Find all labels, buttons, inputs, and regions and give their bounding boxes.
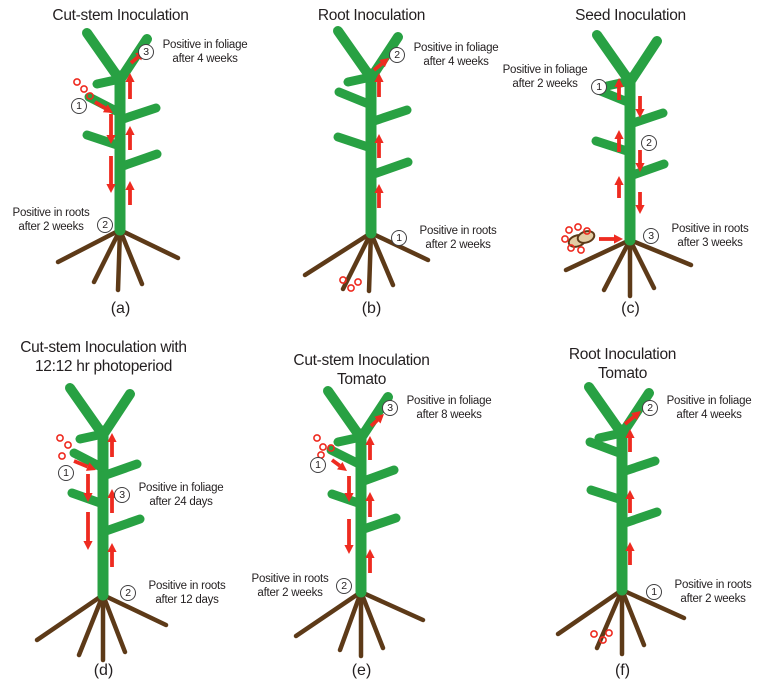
roots-annotation: 2 Positive in roots after 12 days xyxy=(120,579,235,607)
foliage-annotation: 3 Positive in foliage after 24 days xyxy=(114,481,229,509)
annotation-line-2: after 24 days xyxy=(149,496,213,508)
annotation-text: Positive in roots after 2 weeks xyxy=(247,572,333,600)
plant-diagram xyxy=(55,28,181,293)
inoculation-step-marker: 1 xyxy=(310,457,326,473)
panel-title: Seed Inoculation xyxy=(504,6,757,25)
step-marker: 1 xyxy=(591,79,607,95)
panel-title: Root Inoculation xyxy=(245,6,498,25)
annotation-line-1: Positive in foliage xyxy=(138,482,224,494)
annotation-line-1: Positive in roots xyxy=(148,580,226,592)
plant-diagram xyxy=(293,386,426,659)
step-marker: 3 xyxy=(114,487,130,503)
annotation-line-2: after 2 weeks xyxy=(257,587,323,599)
foliage-annotation: 2 Positive in foliage after 4 weeks xyxy=(642,394,757,422)
roots-annotation: 1 Positive in roots after 2 weeks xyxy=(646,578,760,606)
annotation-text: Positive in roots after 2 weeks xyxy=(8,206,94,234)
annotation-text: Positive in roots after 12 days xyxy=(139,579,235,607)
annotation-text: Positive in roots after 2 weeks xyxy=(665,578,760,606)
step-marker: 3 xyxy=(643,228,659,244)
annotation-line-2: after 2 weeks xyxy=(425,239,491,251)
step-marker: 1 xyxy=(646,584,662,600)
roots-annotation: 3 Positive in roots after 3 weeks xyxy=(643,222,758,250)
panel-title: Cut-stem Inoculation xyxy=(0,6,247,25)
stem-step-marker: 2 xyxy=(641,135,657,151)
roots-annotation: Positive in roots after 2 weeks 2 xyxy=(247,572,352,600)
annotation-line-2: after 4 weeks xyxy=(172,53,238,65)
panel-caption: (d) xyxy=(93,662,114,679)
annotation-text: Positive in foliage after 24 days xyxy=(133,481,229,509)
annotation-line-2: after 4 weeks xyxy=(676,409,742,421)
annotation-line-1: Positive in foliage xyxy=(502,64,588,76)
annotation-line-2: after 3 weeks xyxy=(677,237,743,249)
title-line-2: 12:12 hr photoperiod xyxy=(34,358,173,375)
foliage-annotation: 3 Positive in foliage after 4 weeks xyxy=(138,38,253,66)
annotation-text: Positive in roots after 3 weeks xyxy=(662,222,758,250)
title-line-2: Tomato xyxy=(336,371,387,388)
annotation-line-1: Positive in roots xyxy=(674,579,752,591)
panel-caption: (f) xyxy=(614,662,631,679)
roots-annotation: Positive in roots after 2 weeks 2 xyxy=(8,206,113,234)
annotation-line-1: Positive in roots xyxy=(419,225,497,237)
step-marker: 2 xyxy=(120,585,136,601)
annotation-line-1: Positive in foliage xyxy=(162,39,248,51)
plant-diagram xyxy=(555,382,687,657)
title-line-1: Cut-stem Inoculation xyxy=(293,352,430,369)
annotation-line-1: Positive in foliage xyxy=(413,42,499,54)
panel-title: Root Inoculation Tomato xyxy=(496,345,749,383)
annotation-line-1: Positive in roots xyxy=(251,573,329,585)
annotation-line-1: Positive in roots xyxy=(12,207,90,219)
inoculation-step-marker: 1 xyxy=(71,98,87,114)
panel-caption: (b) xyxy=(361,300,382,317)
foliage-annotation: 3 Positive in foliage after 8 weeks xyxy=(382,394,497,422)
roots-annotation: 1 Positive in roots after 2 weeks xyxy=(391,224,506,252)
panel-caption: (a) xyxy=(110,300,131,317)
annotation-line-2: after 4 weeks xyxy=(423,56,489,68)
panel-caption: (e) xyxy=(351,662,372,679)
row-top: Cut-stem Inoculation 1 3 Positive in fol… xyxy=(0,0,759,330)
annotation-line-1: Positive in foliage xyxy=(406,395,492,407)
title-line-1: Cut-stem Inoculation xyxy=(52,7,189,24)
step-marker: 2 xyxy=(336,578,352,594)
step-marker: 1 xyxy=(391,230,407,246)
annotation-line-1: Positive in foliage xyxy=(666,395,752,407)
inoculation-step-marker: 1 xyxy=(58,465,74,481)
panel-e: Cut-stem Inoculation Tomato 1 3 Positive… xyxy=(252,330,506,687)
plant-diagram xyxy=(302,26,431,294)
annotation-text: Positive in foliage after 2 weeks xyxy=(502,63,588,91)
panel-a: Cut-stem Inoculation 1 3 Positive in fol… xyxy=(0,0,253,330)
title-line-1: Root Inoculation xyxy=(317,7,426,24)
annotation-line-2: after 12 days xyxy=(155,594,219,606)
panel-title: Cut-stem Inoculation Tomato xyxy=(235,351,488,389)
annotation-line-2: after 2 weeks xyxy=(680,593,746,605)
step-marker: 3 xyxy=(382,400,398,416)
annotation-line-2: after 2 weeks xyxy=(18,221,84,233)
foliage-annotation: 2 Positive in foliage after 4 weeks xyxy=(389,41,504,69)
step-marker: 3 xyxy=(138,44,154,60)
plant-diagram xyxy=(561,30,694,299)
panel-c: Seed Inoculation Positive in foliage aft… xyxy=(503,0,759,330)
title-line-1: Seed Inoculation xyxy=(575,7,686,24)
panel-title: Cut-stem Inoculation with 12:12 hr photo… xyxy=(0,338,230,376)
annotation-text: Positive in roots after 2 weeks xyxy=(410,224,506,252)
title-line-2: Tomato xyxy=(597,365,648,382)
annotation-text: Positive in foliage after 4 weeks xyxy=(408,41,504,69)
annotation-text: Positive in foliage after 8 weeks xyxy=(401,394,497,422)
panel-caption: (c) xyxy=(621,300,640,317)
row-bottom: Cut-stem Inoculation with 12:12 hr photo… xyxy=(0,330,759,687)
title-line-1: Cut-stem Inoculation with xyxy=(20,339,187,356)
step-marker: 2 xyxy=(642,400,658,416)
plant-diagram xyxy=(34,383,169,663)
foliage-annotation: Positive in foliage after 2 weeks 1 xyxy=(502,63,607,95)
step-marker: 2 xyxy=(389,47,405,63)
panel-f: Root Inoculation Tomato 2 Positive in fo… xyxy=(506,330,759,687)
step-marker: 2 xyxy=(97,217,113,233)
annotation-line-1: Positive in roots xyxy=(671,223,749,235)
annotation-text: Positive in foliage after 4 weeks xyxy=(157,38,253,66)
annotation-line-2: after 2 weeks xyxy=(512,78,578,90)
panel-d: Cut-stem Inoculation with 12:12 hr photo… xyxy=(0,330,253,687)
annotation-text: Positive in foliage after 4 weeks xyxy=(661,394,757,422)
annotation-line-2: after 8 weeks xyxy=(416,409,482,421)
title-line-1: Root Inoculation xyxy=(568,346,677,363)
panel-b: Root Inoculation 2 Positive in foliage a… xyxy=(253,0,506,330)
